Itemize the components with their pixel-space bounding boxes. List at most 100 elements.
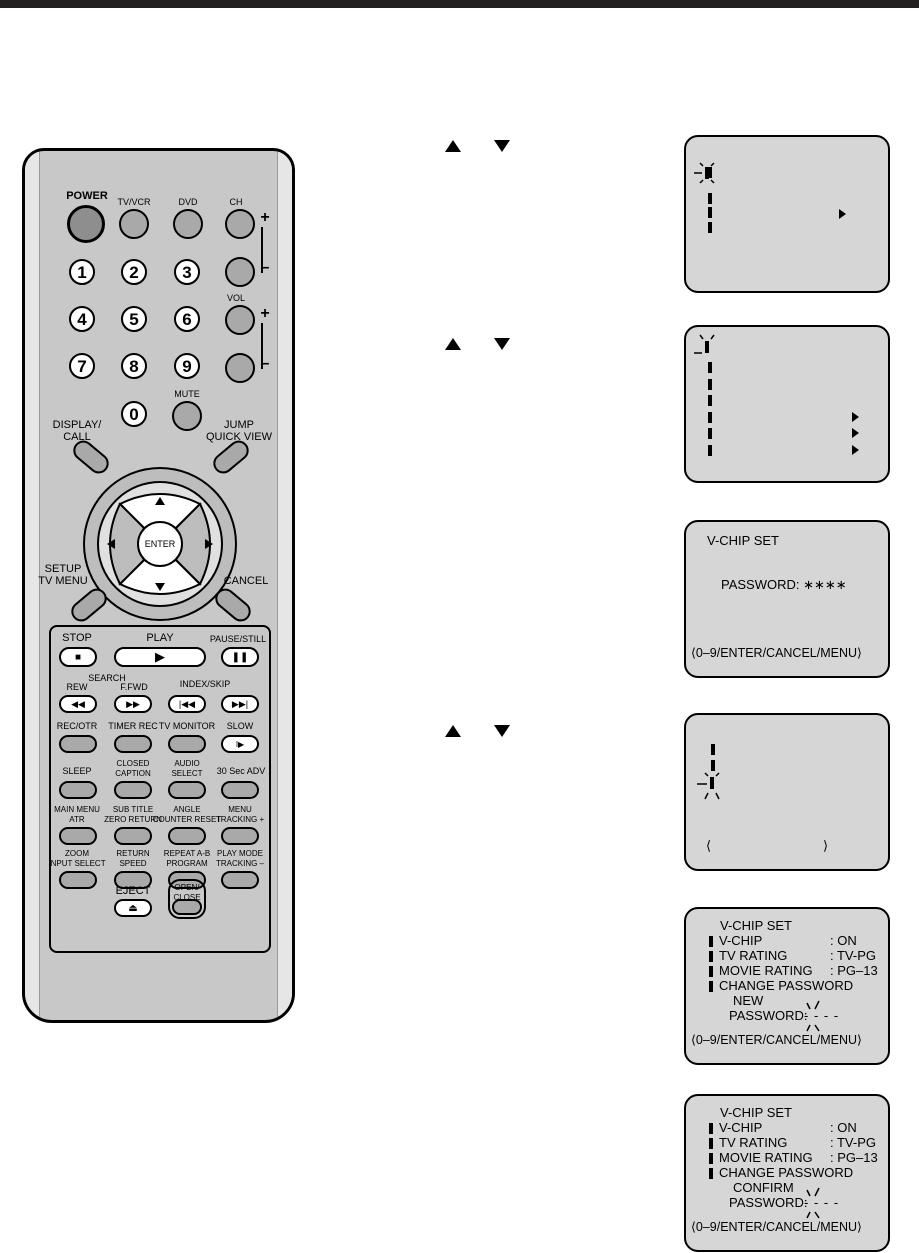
digit-5-button[interactable]: 5 <box>121 306 147 332</box>
play-mode-button[interactable] <box>221 871 259 889</box>
channel-up-button[interactable] <box>225 209 255 239</box>
cc-line1: CLOSED <box>116 759 150 768</box>
channel-down-button[interactable] <box>225 257 255 287</box>
dvd-button[interactable] <box>173 209 203 239</box>
digit-7-button[interactable]: 7 <box>69 353 95 379</box>
menu-line1: MENU <box>228 805 252 814</box>
sub-title-line2: ZERO RETURN <box>104 815 162 824</box>
repeat-line2: PROGRAM <box>166 859 208 868</box>
menu-marker <box>709 966 713 977</box>
tv-vcr-label: TV/VCR <box>117 197 151 207</box>
sub-title-line1: SUB TITLE <box>112 805 154 814</box>
skip-forward-button[interactable]: ▶▶| <box>221 695 259 713</box>
volume-up-button[interactable] <box>225 305 255 335</box>
digit-1-button[interactable]: 1 <box>69 259 95 285</box>
digit-9-button[interactable]: 9 <box>174 353 200 379</box>
screen-title: V-CHIP SET <box>720 918 793 933</box>
eject-label: EJECT <box>115 885 151 897</box>
menu-line2: TRACKING + <box>215 815 265 824</box>
row-label: TV RATING <box>719 948 788 963</box>
sub-title-button[interactable] <box>114 827 152 845</box>
cancel-label: CANCEL <box>223 575 269 587</box>
menu-marker <box>711 744 715 755</box>
display-call-label: DISPLAY/CALL <box>53 419 102 443</box>
search-label: SEARCH <box>88 673 126 683</box>
pause-still-button[interactable]: ❚❚ <box>221 647 259 667</box>
menu-tracking-button[interactable] <box>221 827 259 845</box>
menu-marker <box>708 379 712 390</box>
main-menu-button[interactable] <box>59 827 97 845</box>
audio-select-button[interactable] <box>168 781 206 799</box>
row-label: V-CHIP <box>719 1120 763 1135</box>
tv-monitor-button[interactable] <box>168 735 206 753</box>
mute-button[interactable] <box>172 401 202 431</box>
vol-label: VOL <box>226 293 246 303</box>
sleep-button[interactable] <box>59 781 97 799</box>
ffwd-label: F.FWD <box>120 682 148 692</box>
return-button[interactable] <box>114 871 152 889</box>
rec-otr-button[interactable] <box>59 735 97 753</box>
digit-3-button[interactable]: 3 <box>174 259 200 285</box>
tv-vcr-button[interactable] <box>119 209 149 239</box>
fast-forward-button[interactable]: ▶▶ <box>114 695 152 713</box>
setup-label-line2: TV MENU <box>38 575 88 587</box>
screen-step-1 <box>684 135 890 293</box>
audio-line1: AUDIO <box>174 759 200 768</box>
up-arrow-icon <box>445 140 461 152</box>
enter-button[interactable] <box>137 521 183 567</box>
digit-0-button[interactable]: 0 <box>121 401 147 427</box>
menu-marker <box>708 445 712 456</box>
down-arrow-icon <box>494 338 510 350</box>
open-close-button[interactable] <box>172 899 202 915</box>
return-line1: RETURN <box>116 849 150 858</box>
row-value: : PG–13 <box>830 963 878 978</box>
slow-label: SLOW <box>226 721 254 731</box>
power-label: POWER <box>66 190 108 202</box>
submenu-arrow-icon <box>852 412 859 422</box>
row-value: : TV-PG <box>830 948 876 963</box>
submenu-arrow-icon <box>839 209 846 219</box>
digit-8-button[interactable]: 8 <box>121 353 147 379</box>
menu-marker <box>709 951 713 962</box>
digit-6-button[interactable]: 6 <box>174 306 200 332</box>
digit-2-button[interactable]: 2 <box>121 259 147 285</box>
zoom-button[interactable] <box>59 871 97 889</box>
screen-footer: ⟨0–9/ENTER/CANCEL/MENU⟩ <box>691 1220 862 1234</box>
row-label: V-CHIP <box>719 933 763 948</box>
ch-bracket <box>261 227 263 273</box>
sleep-label: SLEEP <box>62 766 92 776</box>
skip-back-button[interactable]: |◀◀ <box>168 695 206 713</box>
closed-caption-button[interactable] <box>114 781 152 799</box>
volume-plus-icon: + <box>260 305 270 322</box>
power-button[interactable] <box>67 205 105 243</box>
angle-button[interactable] <box>168 827 206 845</box>
menu-marker <box>709 1168 713 1179</box>
blink-cursor-icon <box>806 1000 820 1032</box>
eject-button[interactable]: ⏏ <box>114 899 152 917</box>
menu-marker <box>708 362 712 373</box>
password-line: PASSWORD: ∗∗∗∗ <box>721 577 847 592</box>
ch-label: CH <box>229 197 243 207</box>
menu-marker <box>708 167 712 178</box>
play-button[interactable]: ▶ <box>114 647 206 667</box>
vol-bracket <box>261 323 263 369</box>
timer-rec-button[interactable] <box>114 735 152 753</box>
play-mode-line2: TRACKING – <box>215 859 265 868</box>
row-label: CHANGE PASSWORD <box>719 1165 854 1180</box>
rewind-button[interactable]: ◀◀ <box>59 695 97 713</box>
stop-button[interactable]: ■ <box>59 647 97 667</box>
volume-down-button[interactable] <box>225 353 255 383</box>
nav-up-icon <box>155 497 165 505</box>
row-label: TV RATING <box>719 1135 788 1150</box>
slow-button[interactable]: I▶ <box>221 735 259 753</box>
sec-adv-button[interactable] <box>221 781 259 799</box>
digit-4-button[interactable]: 4 <box>69 306 95 332</box>
rec-otr-label: REC/OTR <box>56 721 98 731</box>
repeat-line1: REPEAT A-B <box>163 849 211 858</box>
blink-cursor-icon <box>694 334 715 354</box>
navigation-ring <box>83 467 237 621</box>
screen-footer: ⟨0–9/ENTER/CANCEL/MENU⟩ <box>691 646 862 660</box>
